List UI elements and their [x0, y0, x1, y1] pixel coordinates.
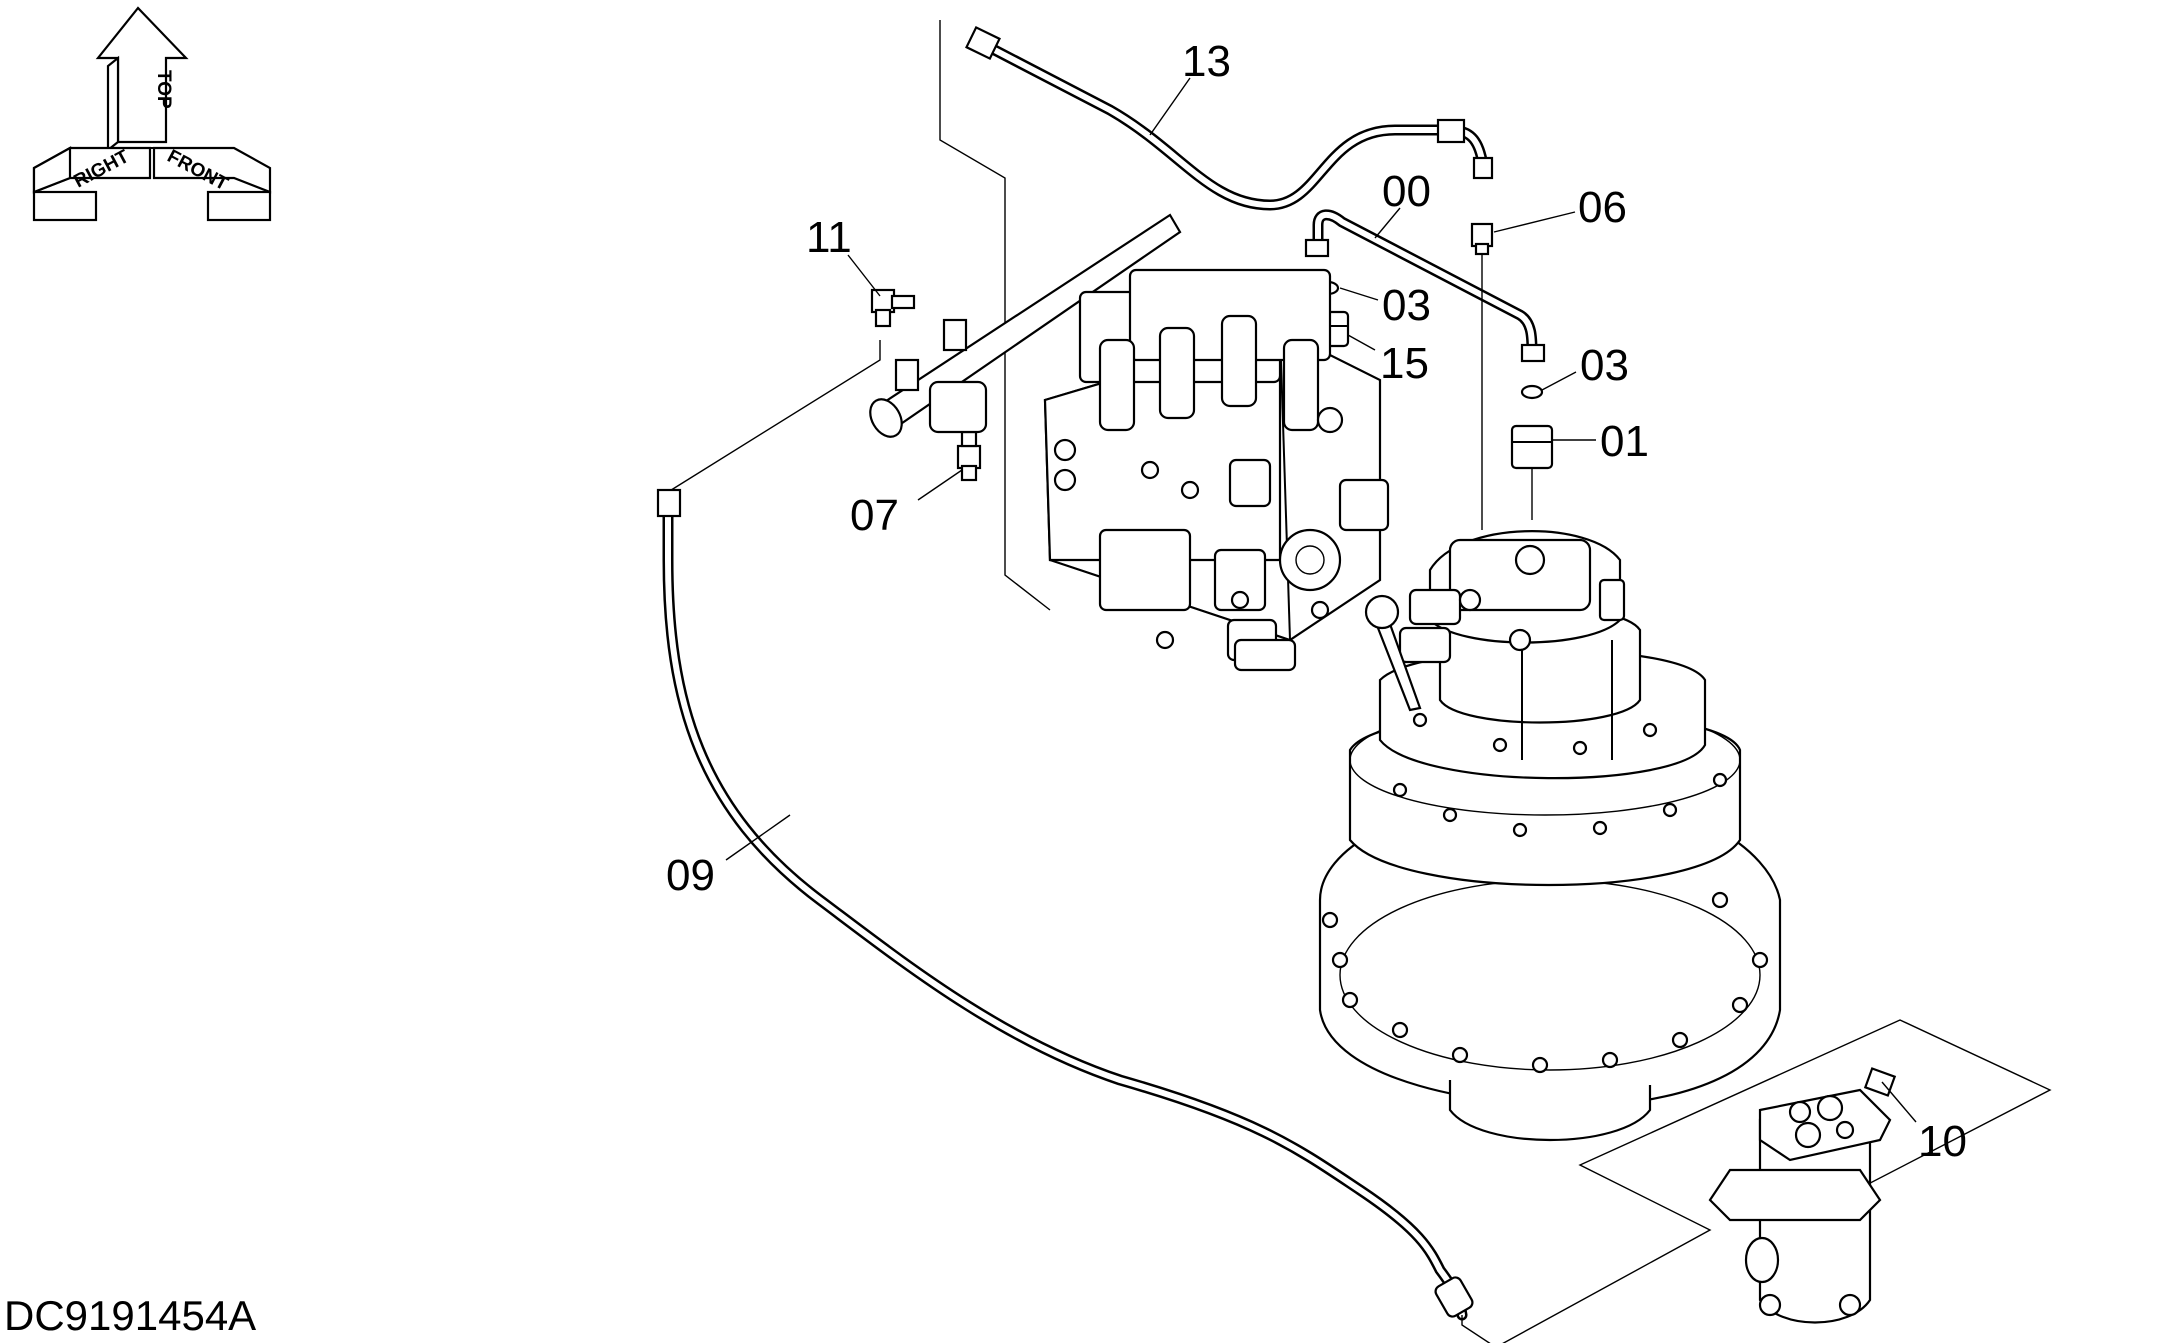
control-valve — [1043, 268, 1390, 672]
orientation-top-label: TOP — [153, 70, 174, 109]
o-ring-03-lower — [1520, 384, 1544, 400]
elbow-11 — [870, 288, 916, 328]
callout-06: 06 — [1578, 183, 1627, 232]
tube-assembly — [869, 213, 1182, 438]
fitting-06 — [1470, 222, 1494, 530]
hose-09 — [656, 20, 2052, 1343]
center-joint — [1708, 1088, 1892, 1324]
callout-11: 11 — [806, 213, 852, 262]
swing-motor-assembly — [1318, 530, 1782, 1142]
callout-00: 00 — [1382, 167, 1431, 216]
callout-10: 10 — [1918, 1117, 1967, 1166]
adapter-01 — [1510, 424, 1554, 520]
callout-13: 13 — [1182, 37, 1231, 86]
hose-13 — [965, 25, 1494, 211]
drawing-id: DC9191454A — [4, 1292, 256, 1339]
callout-03-upper: 03 — [1382, 281, 1431, 330]
callout-labels: 13 00 06 11 03 15 03 01 07 09 10 — [666, 37, 1967, 1166]
pipe-00 — [1304, 209, 1546, 363]
callout-03-lower: 03 — [1580, 341, 1629, 390]
callout-09: 09 — [666, 851, 715, 900]
callout-01: 01 — [1600, 417, 1649, 466]
leader-lines — [725, 77, 1917, 1123]
callout-07: 07 — [850, 491, 899, 540]
callout-15: 15 — [1380, 339, 1429, 388]
orientation-symbol: TOP RIGHT FRONT — [32, 6, 272, 222]
elbow-07 — [956, 430, 982, 482]
